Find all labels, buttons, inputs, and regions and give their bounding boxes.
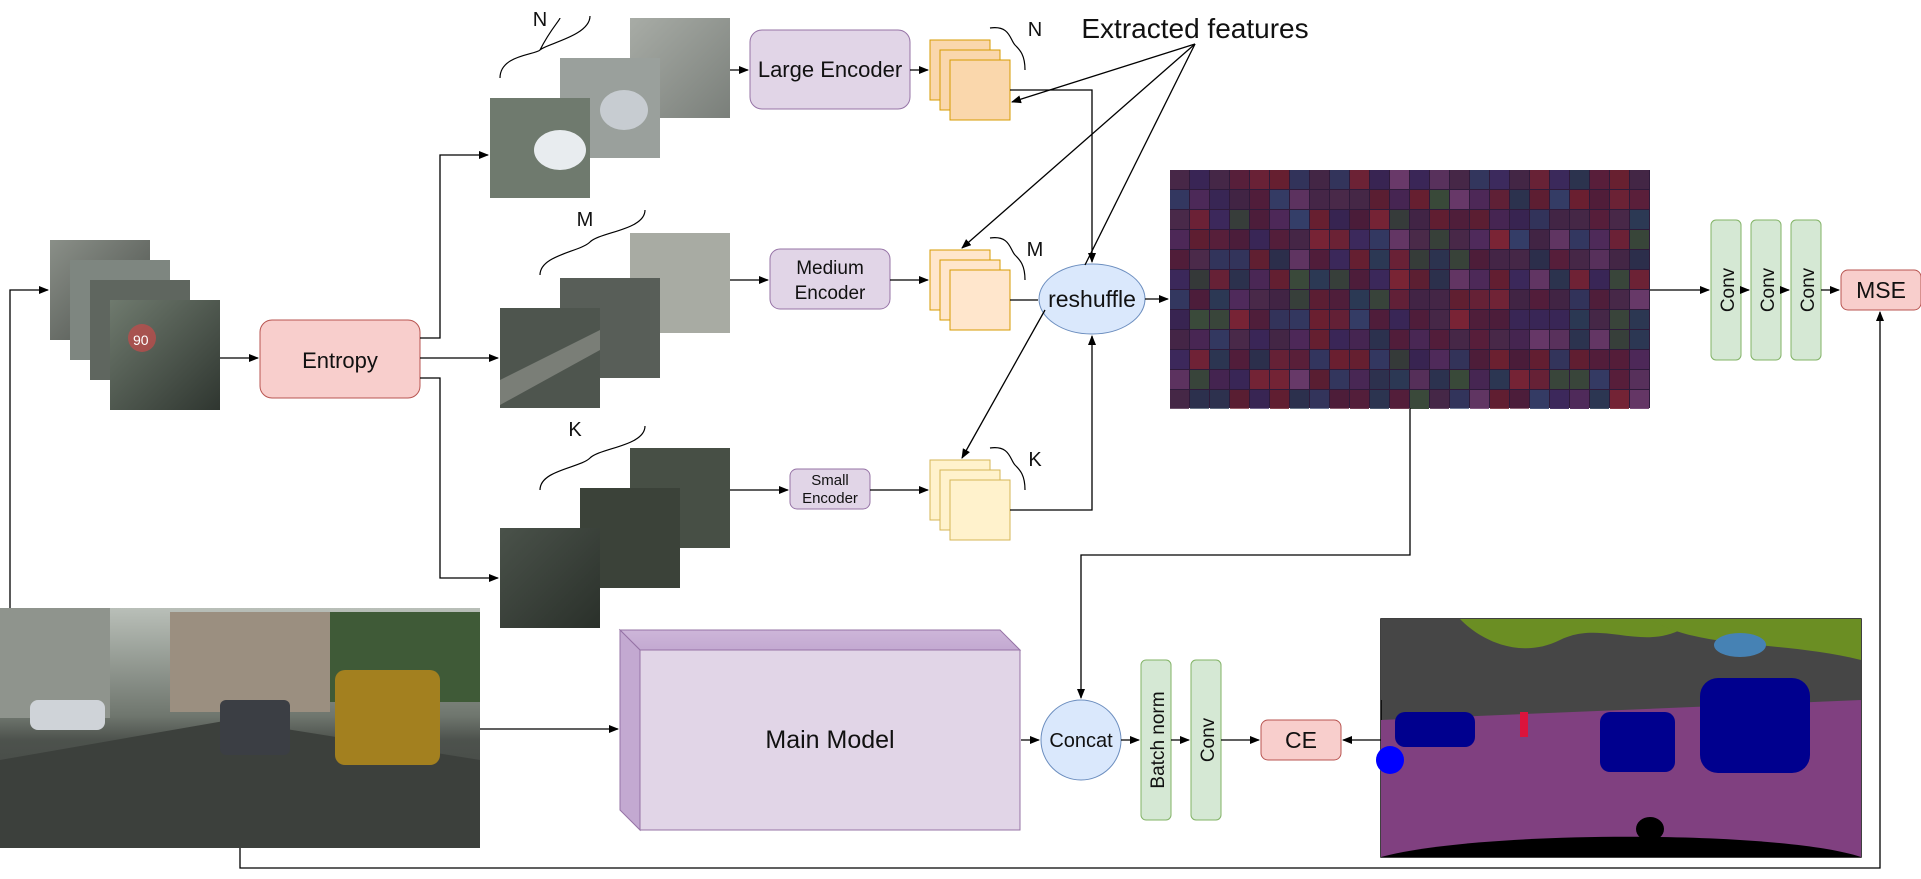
small-encoder-label-2: Encoder (802, 490, 858, 507)
brace-k-features (989, 447, 1026, 491)
reshuffled-feature-mosaic (1170, 170, 1650, 409)
main-model-label: Main Model (765, 726, 894, 754)
concat-label: Concat (1049, 730, 1113, 752)
conv-label-1: Conv (1718, 267, 1739, 312)
street-photo (0, 608, 480, 848)
medium-encoder-label-2: Encoder (795, 283, 866, 304)
main-model-box (618, 628, 1022, 832)
small-encoder-label-1: Small (811, 472, 849, 489)
reshuffle-label: reshuffle (1048, 286, 1136, 312)
ce-box (1260, 719, 1342, 761)
medium-patches (500, 233, 730, 408)
small-patches (500, 448, 730, 628)
count-k-features: K (1028, 449, 1042, 471)
conv-label-3: Conv (1798, 267, 1819, 312)
large-feature-stack (929, 39, 1011, 121)
count-k-patches: K (568, 419, 582, 441)
input-patch-stack: 90 (50, 240, 220, 410)
brace-n-patches (499, 15, 591, 79)
count-n-patches: N (533, 9, 547, 31)
brace-m-features (989, 237, 1026, 281)
mse-box (1840, 269, 1921, 311)
segmentation-ground-truth (1376, 618, 1862, 858)
small-feature-stack (929, 459, 1011, 541)
conv-label-bottom: Conv (1198, 717, 1219, 762)
count-m-features: M (1027, 239, 1044, 261)
brace-k-patches (539, 425, 646, 491)
entropy-box (259, 319, 421, 399)
brace-n-features (989, 27, 1026, 71)
count-n-features: N (1028, 19, 1042, 41)
large-patches (490, 18, 730, 198)
mse-label: MSE (1856, 277, 1906, 303)
svg-text:90: 90 (133, 332, 149, 348)
extracted-features-label: Extracted features (1081, 13, 1308, 44)
entropy-label: Entropy (302, 348, 378, 373)
medium-encoder-box (769, 248, 891, 310)
medium-feature-stack (929, 249, 1011, 331)
ce-label: CE (1285, 727, 1317, 753)
brace-m-patches (539, 209, 646, 276)
count-m-patches: M (577, 209, 594, 231)
medium-encoder-label-1: Medium (796, 258, 864, 279)
conv-label-2: Conv (1758, 267, 1779, 312)
batch-norm-label: Batch norm (1148, 691, 1169, 788)
connectors (9, 43, 1884, 869)
large-encoder-label: Large Encoder (758, 57, 902, 82)
small-encoder-box (789, 468, 871, 510)
